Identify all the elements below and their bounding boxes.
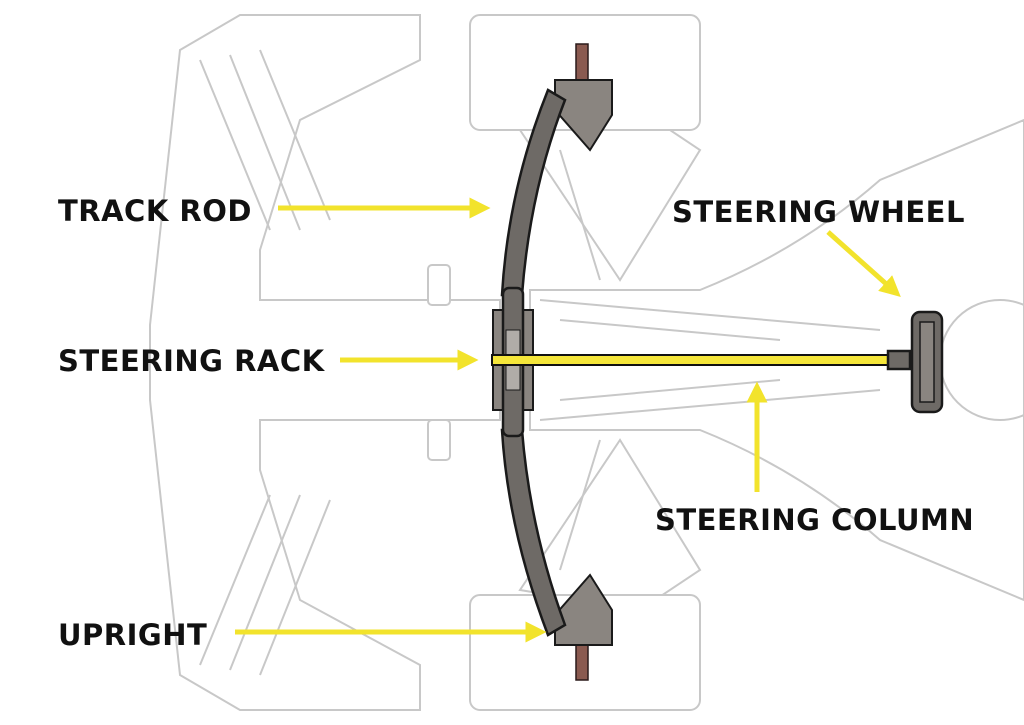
upright-bottom xyxy=(554,573,613,646)
steering-wheel xyxy=(886,310,944,414)
steering-column xyxy=(491,354,893,366)
steering-wheel-arrow xyxy=(826,230,901,297)
label-steering-rack: STEERING RACK xyxy=(58,344,326,378)
label-upright: UPRIGHT xyxy=(58,618,207,652)
label-steering-wheel: STEERING WHEEL xyxy=(672,195,965,229)
label-track-rod: TRACK ROD xyxy=(58,194,252,228)
label-steering-column: STEERING COLUMN xyxy=(655,503,974,537)
upright-top xyxy=(554,79,613,152)
